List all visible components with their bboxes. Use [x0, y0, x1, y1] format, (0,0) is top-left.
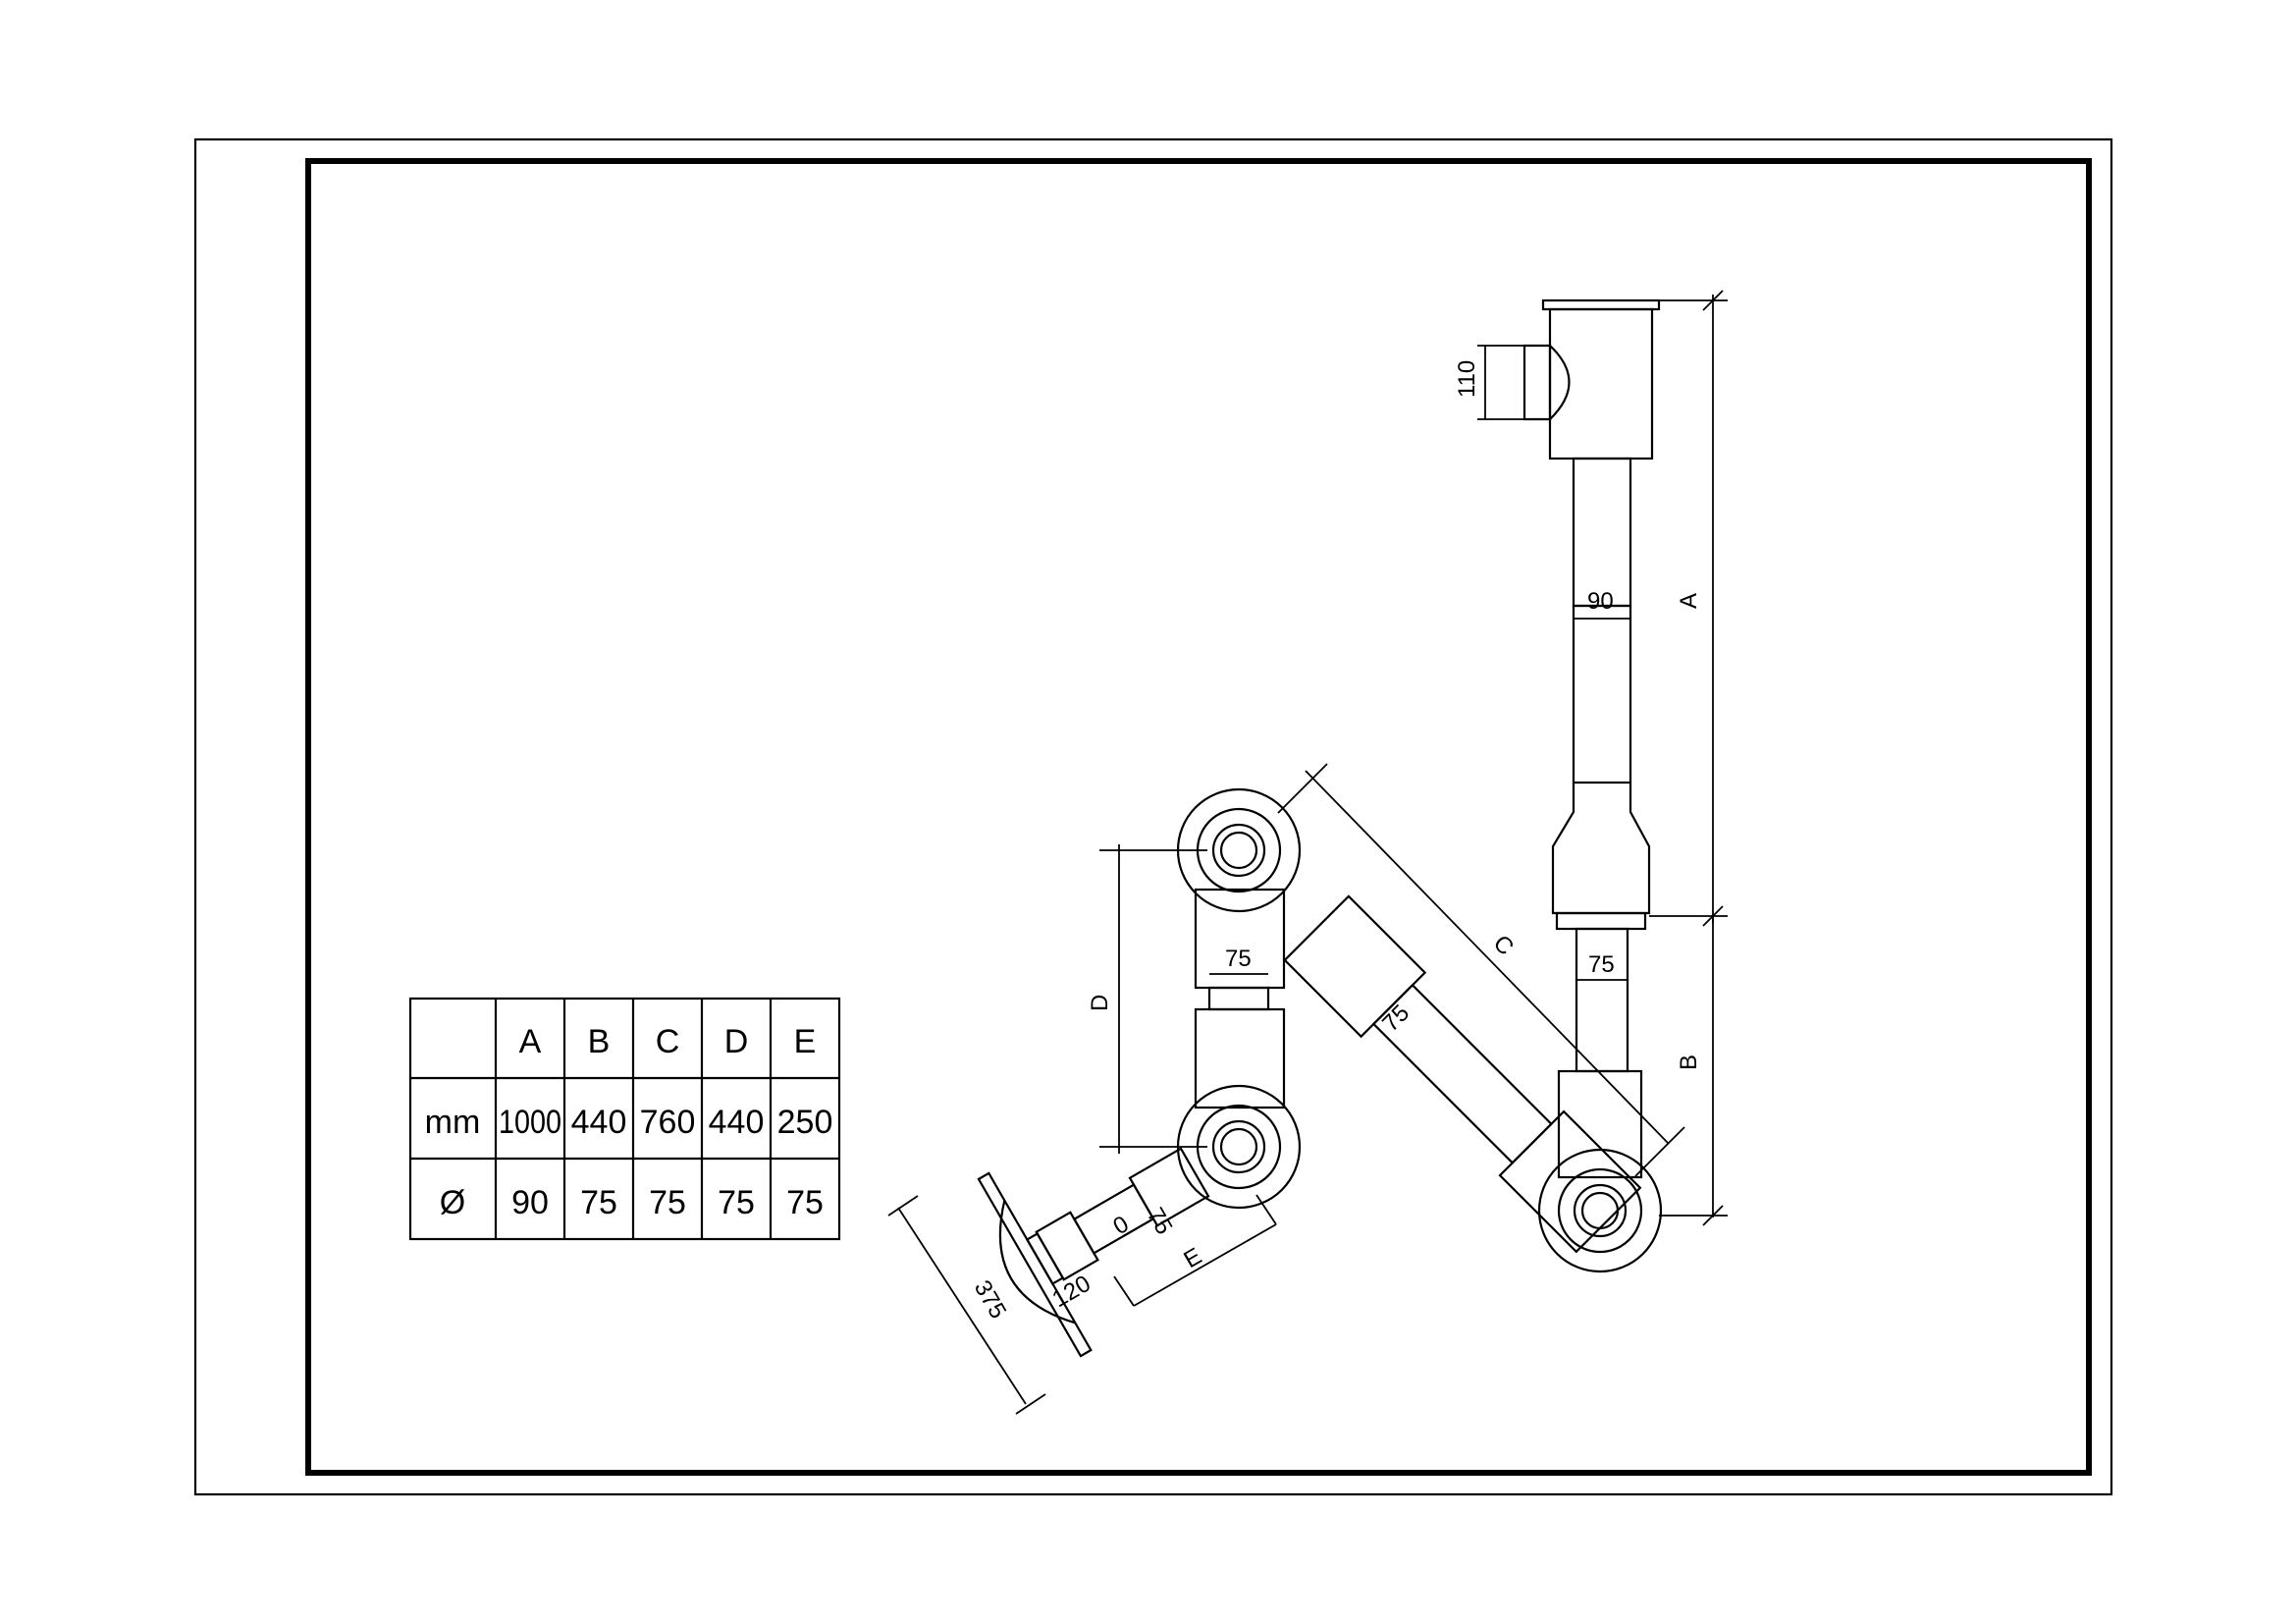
b-tube [1575, 927, 1629, 1073]
cell-dia-B: 75 [580, 1184, 617, 1221]
top-housing [1548, 307, 1654, 460]
upper-tube [1572, 457, 1632, 608]
row-label-diameter: Ø [440, 1184, 465, 1221]
spec-table: A B C D E mm 1000 440 760 440 250 Ø 90 7… [408, 997, 841, 1241]
cell-mm-A: 1000 [499, 1104, 561, 1141]
b-tube-bottom [1557, 1069, 1643, 1179]
label-C: C [1488, 930, 1519, 960]
swivel-ring [1555, 911, 1647, 931]
upper-tube-2 [1572, 604, 1632, 784]
label-D: D [1087, 995, 1113, 1011]
col-header-C: C [656, 1023, 680, 1060]
label-dia-75-b: 75 [1588, 951, 1615, 978]
label-B: B [1676, 1055, 1702, 1070]
diagonal-arm [1283, 894, 1642, 1254]
dim-C [1277, 763, 1685, 1177]
cell-mm-C: 760 [640, 1104, 696, 1141]
tube-taper [1551, 783, 1651, 915]
dim-tube-ticks [1209, 618, 1630, 981]
outer-border [193, 137, 2113, 1496]
col-header-B: B [588, 1023, 611, 1060]
dim-D [1099, 844, 1207, 1154]
cell-dia-A: 90 [511, 1184, 549, 1221]
side-hood [1522, 344, 1571, 421]
row-label-mm: mm [425, 1104, 481, 1141]
label-nozzle-dia: 375 [969, 1276, 1011, 1324]
cell-dia-E: 75 [786, 1184, 824, 1221]
label-nozzle-len: 120 [1048, 1271, 1095, 1313]
cell-dia-C: 75 [649, 1184, 686, 1221]
col-header-A: A [519, 1023, 542, 1060]
label-dia-75-d: 75 [1225, 946, 1252, 972]
col-header-E: E [794, 1023, 817, 1060]
inner-border [305, 158, 2092, 1476]
dim-B [1659, 916, 1728, 1226]
label-E: E [1180, 1243, 1206, 1273]
dim-hood [1477, 345, 1524, 420]
label-dia-90: 90 [1587, 588, 1614, 615]
cell-dia-D: 75 [718, 1184, 755, 1221]
cell-mm-B: 440 [571, 1104, 627, 1141]
left-arm [1194, 888, 1286, 1109]
upper-arm [1522, 298, 1661, 1179]
col-header-D: D [724, 1023, 749, 1060]
ceiling-flange [1541, 298, 1661, 311]
label-dia-75-c: 75 [1377, 1000, 1415, 1037]
cell-mm-E: 250 [777, 1104, 833, 1141]
label-A: A [1676, 593, 1702, 609]
label-hood: 110 [1454, 360, 1480, 398]
nozzle-arm [977, 1147, 1210, 1358]
dim-nozzle-dia [887, 1195, 1046, 1415]
dim-E [1113, 1194, 1277, 1307]
cell-mm-D: 440 [709, 1104, 765, 1141]
label-zero: 0 [1109, 1211, 1134, 1240]
